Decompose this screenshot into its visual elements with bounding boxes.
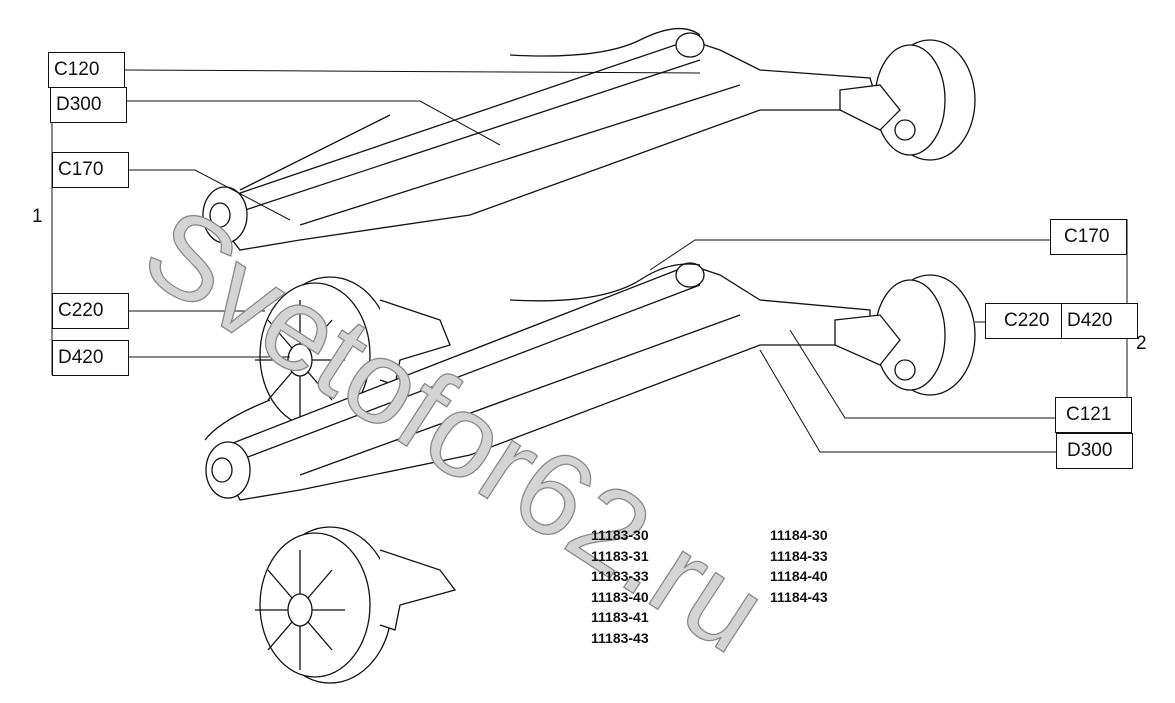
model-code: 11184-33 xyxy=(770,547,828,564)
group-number-2: 2 xyxy=(1136,333,1147,354)
part-label-d420[interactable]: D420 xyxy=(1061,303,1138,339)
model-code: 11183-43 xyxy=(591,629,649,646)
part-label-d300[interactable]: D300 xyxy=(50,87,127,123)
model-code: 11183-33 xyxy=(591,568,649,584)
model-code: 11184-30 xyxy=(770,527,828,543)
left-brake-drum-lower xyxy=(255,526,457,684)
part-label-d420[interactable]: D420 xyxy=(52,340,129,376)
group-number-1: 1 xyxy=(32,206,43,227)
model-code: 11183-41 xyxy=(591,609,649,625)
model-code: 11183-31 xyxy=(591,547,649,564)
model-code: 11184-40 xyxy=(770,568,828,584)
model-codes-column-2: 11184-30 11184-33 11184-40 11184-43 xyxy=(770,525,828,607)
part-label-d300[interactable]: D300 xyxy=(1056,433,1133,469)
part-label-c120[interactable]: C120 xyxy=(48,52,125,88)
model-code: 11184-43 xyxy=(770,588,828,605)
part-label-c121[interactable]: C121 xyxy=(1055,397,1132,433)
part-label-c170[interactable]: C170 xyxy=(1050,219,1127,255)
model-code: 11183-40 xyxy=(591,588,649,605)
part-label-c220[interactable]: C220 xyxy=(985,303,1062,339)
model-code: 11183-30 xyxy=(591,527,649,543)
leader-lines xyxy=(51,55,1128,469)
part-label-c170[interactable]: C170 xyxy=(52,152,129,188)
model-codes-column-1: 11183-30 11183-31 11183-33 11183-40 1118… xyxy=(591,525,649,648)
part-label-c220[interactable]: C220 xyxy=(52,293,129,329)
lower-rear-axle xyxy=(204,262,976,684)
